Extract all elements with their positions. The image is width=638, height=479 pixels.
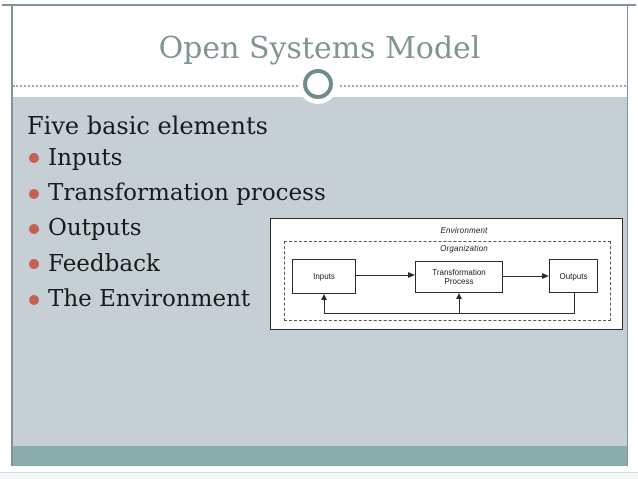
list-item: Outputs: [0, 211, 326, 246]
arrow-up-icon: [321, 294, 327, 300]
bullet-icon: [29, 294, 39, 305]
bullet-text: Transformation process: [48, 180, 326, 207]
arrow-up-icon: [456, 293, 462, 299]
bullet-icon: [29, 223, 39, 234]
ring-ornament-icon: [303, 69, 333, 99]
organization-boundary: [284, 241, 611, 321]
arrow-right-icon: [542, 273, 549, 279]
bullet-icon: [29, 259, 39, 270]
frame-right-line: [626, 5, 628, 466]
feedback-line: [574, 293, 575, 314]
bottom-strip: [0, 472, 638, 479]
list-item: Feedback: [0, 246, 326, 281]
inputs-box: Inputs: [292, 259, 356, 294]
outputs-box: Outputs: [549, 259, 598, 293]
list-item: Inputs: [0, 140, 326, 175]
list-item: Transformation process: [0, 175, 326, 210]
feedback-line: [459, 299, 460, 314]
arrow-line: [356, 275, 409, 276]
frame-left-line: [11, 5, 13, 466]
feedback-line: [324, 313, 575, 314]
bullet-list: Inputs Transformation process Outputs Fe…: [0, 140, 326, 317]
arrow-right-icon: [408, 272, 415, 278]
slide-title: Open Systems Model: [158, 31, 481, 66]
footer-bar: [13, 446, 627, 466]
bullet-text: Feedback: [48, 250, 160, 277]
organization-label: Organization: [440, 244, 488, 253]
bullet-text: Outputs: [48, 215, 142, 242]
list-heading: Five basic elements: [27, 112, 268, 140]
arrow-line: [503, 276, 543, 277]
open-systems-diagram: Environment Organization Inputs Transfor…: [270, 218, 623, 330]
list-item: The Environment: [0, 282, 326, 317]
frame-top-line: [2, 4, 636, 6]
transformation-process-box: Transformation Process: [415, 261, 503, 293]
feedback-line: [324, 300, 325, 314]
bullet-text: The Environment: [48, 286, 251, 313]
bullet-icon: [29, 153, 39, 164]
environment-label: Environment: [440, 226, 488, 235]
bullet-icon: [29, 188, 39, 199]
bullet-text: Inputs: [48, 144, 123, 171]
